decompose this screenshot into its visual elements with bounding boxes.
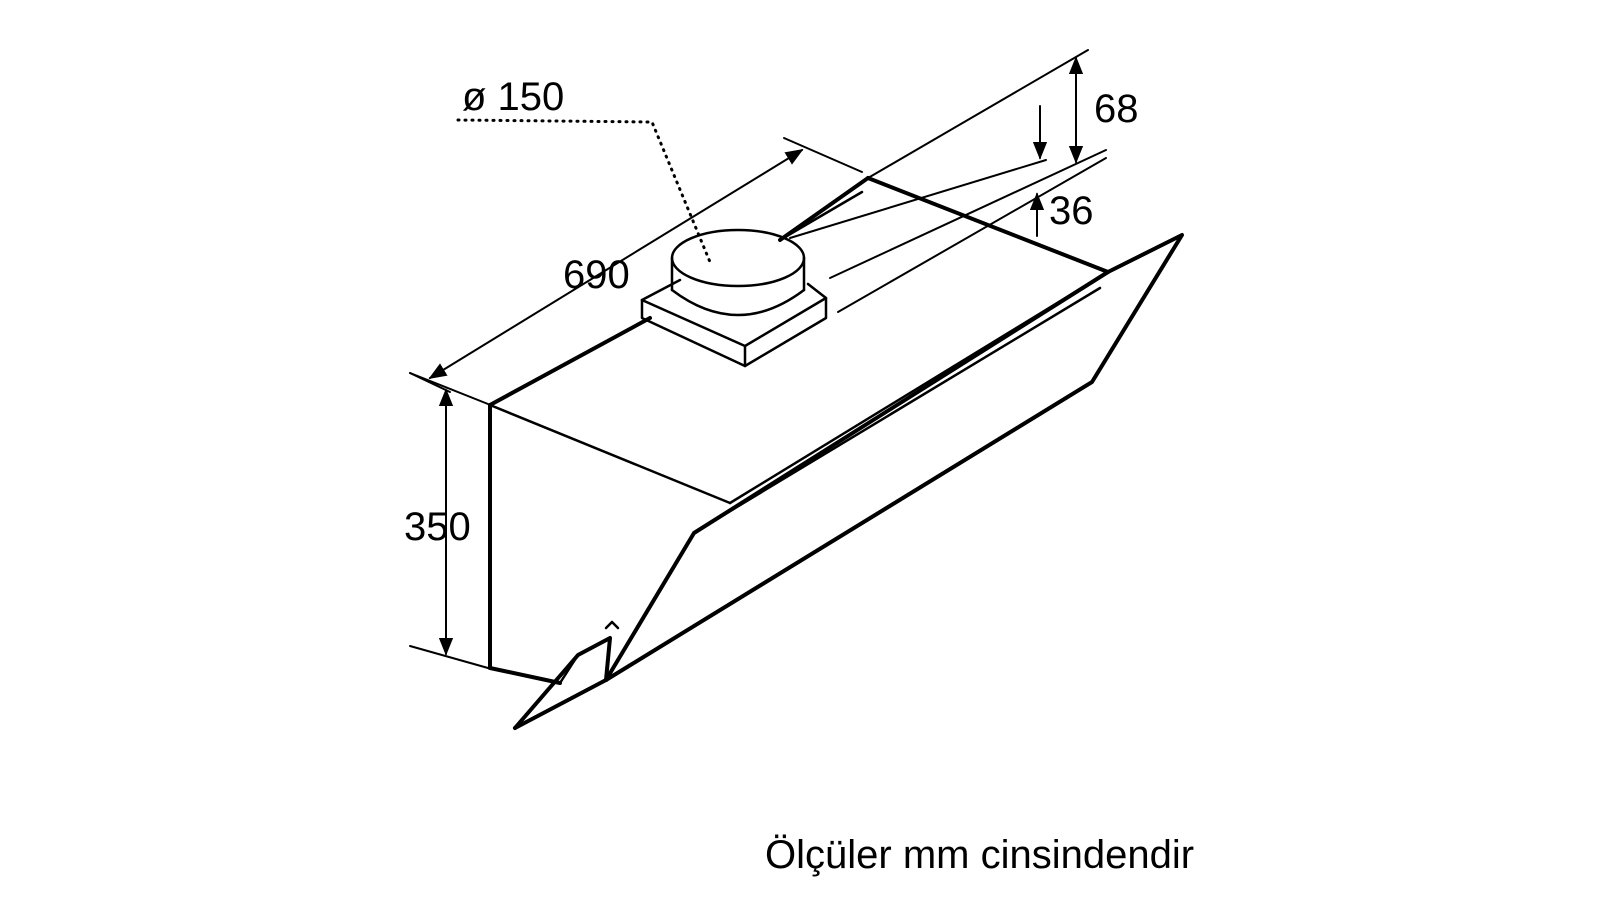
diameter-label: ø 150: [462, 75, 564, 119]
step-label: 36: [1049, 189, 1094, 233]
exhaust-collar: [640, 228, 828, 368]
height-label: 350: [404, 505, 471, 549]
units-note: Ölçüler mm cinsindendir: [765, 833, 1194, 877]
top-offset-label: 68: [1094, 87, 1139, 131]
glass-panel: [513, 233, 1184, 730]
depth-label: 690: [563, 253, 630, 297]
dimension-lines: [409, 49, 1107, 669]
